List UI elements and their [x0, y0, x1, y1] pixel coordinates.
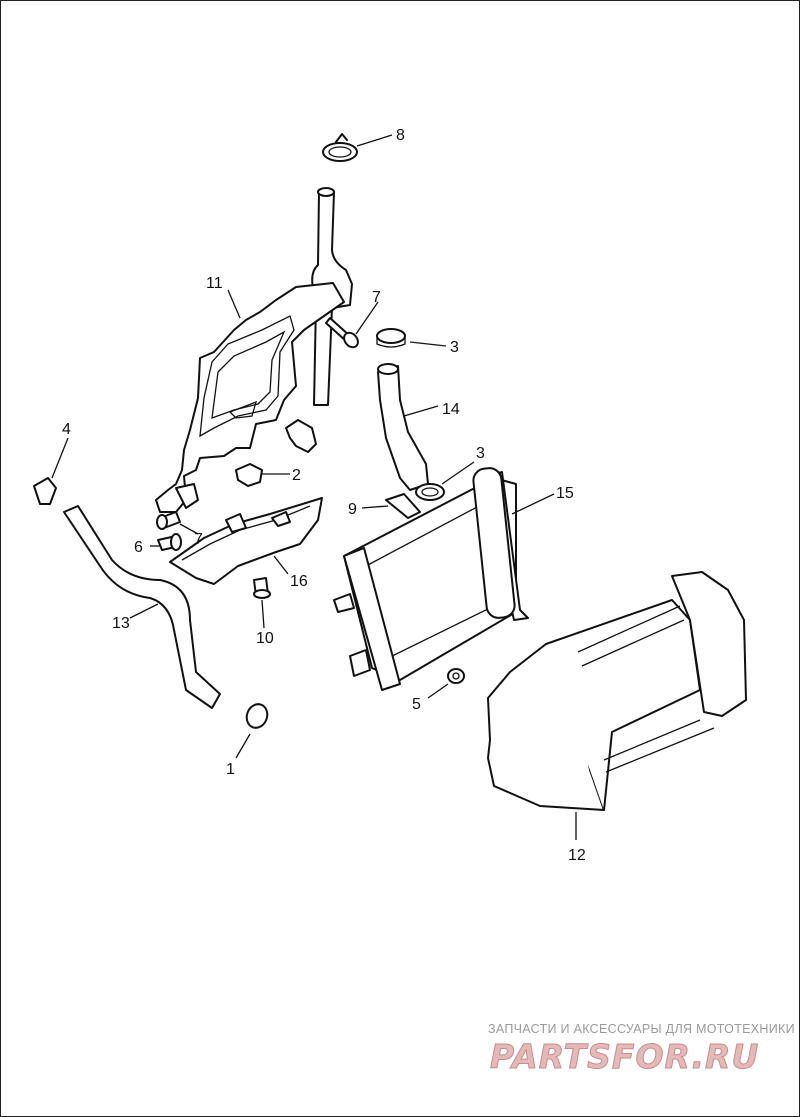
callout-4: 4 [62, 421, 71, 438]
callout-labels: 8 11 7 3 14 4 2 3 15 9 7 6 16 13 10 5 1 … [62, 127, 586, 864]
part-14-hose [377, 363, 429, 491]
part-3-clamp-lower [415, 483, 445, 501]
watermark-logo: PARTSFOR.RU [490, 1037, 759, 1077]
callout-3-lower: 3 [476, 445, 485, 462]
callout-13: 13 [112, 615, 130, 632]
part-7-screw-lower [156, 511, 181, 530]
part-2-clip [235, 463, 263, 487]
watermark-logo-text: PARTSFOR.RU [490, 1037, 759, 1076]
part-12-cover [487, 571, 747, 811]
callout-3-upper: 3 [450, 339, 459, 356]
callout-12: 12 [568, 847, 586, 864]
callout-7-lower: 7 [194, 531, 203, 548]
part-6-screw [157, 533, 182, 551]
part-8-hose-clamp [322, 133, 358, 162]
callout-6: 6 [134, 539, 143, 556]
watermark-caption: ЗАПЧАСТИ И АКСЕССУАРЫ ДЛЯ МОТОТЕХНИКИ [488, 1022, 795, 1036]
part-13-hose [63, 505, 221, 709]
part-15-cooler [333, 467, 529, 691]
callout-14: 14 [442, 401, 460, 418]
callout-11: 11 [206, 275, 223, 292]
part-3-clamp-upper [376, 328, 406, 348]
part-10-screw [253, 577, 271, 599]
part-11-bracket [155, 187, 353, 513]
callout-10: 10 [256, 630, 274, 647]
callout-16: 16 [290, 573, 308, 590]
callout-1: 1 [226, 761, 235, 778]
callout-5: 5 [412, 696, 421, 713]
callout-7-upper: 7 [372, 289, 381, 306]
part-7-screw-upper [325, 317, 359, 349]
part-5-washer [447, 668, 465, 684]
callout-15: 15 [556, 485, 574, 502]
part-16-tray [169, 497, 323, 585]
part-4-fitting [33, 477, 57, 505]
callout-2: 2 [292, 467, 301, 484]
callout-9: 9 [348, 501, 357, 518]
leader-lines [51, 134, 577, 840]
part-1-cap [245, 703, 269, 729]
callout-8: 8 [396, 127, 405, 144]
